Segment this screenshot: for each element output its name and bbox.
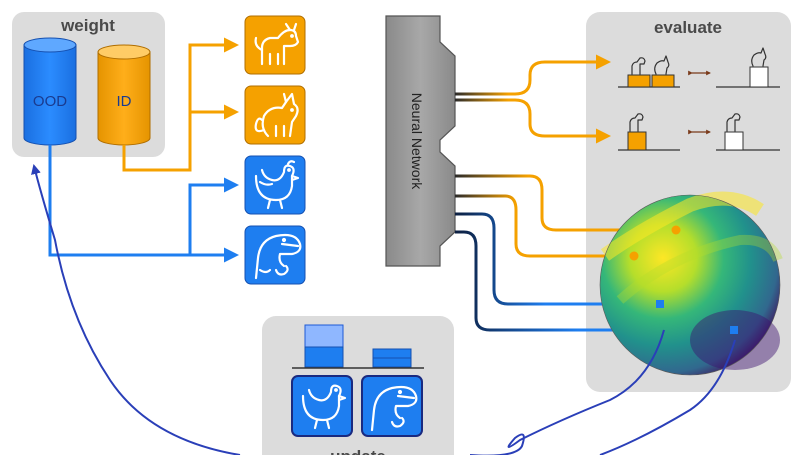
feedback-loop-arrow <box>31 164 736 455</box>
neural-network-block: Neural Network <box>385 15 456 267</box>
sphere-icon <box>599 191 783 376</box>
input-tile-dinosaur <box>244 225 306 285</box>
neural-network-label: Neural Network <box>409 93 425 190</box>
evaluate-comparison-1 <box>618 47 780 88</box>
bottom-panel-title: update <box>330 447 386 455</box>
bottom-panel-content <box>291 324 424 437</box>
mini-cat-target-icon <box>751 47 767 67</box>
id-embedding-point <box>671 225 681 235</box>
ood-label: OOD <box>33 93 67 110</box>
output-connectors <box>455 54 731 338</box>
cat-icon <box>254 92 299 138</box>
bottom-panel: update <box>262 316 454 455</box>
mini-dog-icon-2 <box>629 113 644 132</box>
bottom-dinosaur-icon <box>370 385 418 432</box>
bottom-rooster-icon <box>301 384 347 430</box>
id-label: ID <box>117 93 132 110</box>
evaluate-comparison-2 <box>618 113 780 151</box>
rooster-icon <box>254 160 300 210</box>
input-connectors <box>48 37 239 263</box>
mini-cat-icon <box>654 55 670 75</box>
dinosaur-icon <box>254 233 302 280</box>
ood-database-icon: OOD <box>23 37 77 146</box>
mini-dog-target-icon <box>726 113 741 132</box>
input-tile-rooster <box>244 155 306 215</box>
evaluate-title: evaluate <box>654 18 722 37</box>
tile-to-network-lines <box>305 43 386 257</box>
input-tile-cat <box>244 85 306 145</box>
dog-icon <box>254 22 300 66</box>
ood-embedding-point <box>730 326 738 334</box>
input-tile-dog <box>244 15 306 75</box>
id-embedding-point <box>629 251 639 261</box>
id-database-icon: ID <box>97 44 151 146</box>
mini-dog-icon <box>631 57 646 75</box>
embedding-points <box>629 225 738 334</box>
ood-embedding-point <box>656 300 664 308</box>
weight-title: weight <box>60 16 115 35</box>
